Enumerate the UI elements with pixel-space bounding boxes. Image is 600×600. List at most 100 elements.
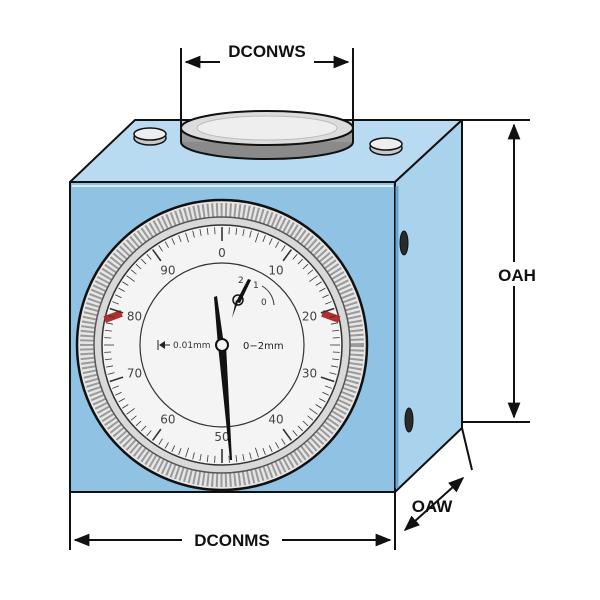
dial-tick [302,420,309,427]
dial-tick [118,398,125,403]
dial-tick [107,315,115,318]
dial-tick [109,307,124,314]
dial-tick [329,372,337,375]
dial-tick [235,455,238,463]
dial-tick [158,245,163,252]
dial-tick [302,263,309,270]
side-mounting-holes [399,230,414,433]
dial-tick [315,281,322,286]
dial-tick [249,230,252,238]
dial-tick [325,385,332,389]
label-oah: OAH [498,266,536,285]
dial-number: 50 [214,430,229,444]
dial-tick [322,294,329,299]
dial-tick [282,428,293,441]
dial-tick [309,408,318,415]
dial-tick [281,245,286,252]
dial-inner-ring [139,262,305,428]
dial-tick [192,452,195,460]
dial-tick [242,453,245,461]
dimension-height: OAH [462,119,540,423]
dial-tick [140,258,147,265]
label-oaw: OAW [412,497,454,516]
dial-tick [135,420,142,427]
dial-tick [146,430,152,437]
dial-tick [292,253,298,260]
dial-tick [106,322,114,325]
dial-number: 80 [127,310,142,324]
sub-dial-0: 0 [261,298,267,308]
dial-tick [281,438,286,445]
dial-tick [254,447,259,458]
dial-tick [320,376,335,383]
dial-number: 60 [160,412,175,426]
dimension-top-width: DCONWS [180,40,354,132]
limit-mark-right [321,310,341,323]
side-hole-upper [399,230,409,256]
dial-tick [104,358,112,361]
dial-tick [322,391,329,396]
label-dconms: DCONMS [194,531,270,550]
dial-tick [122,281,129,286]
dial-tick [275,442,280,449]
dimension-bottom-width: DCONMS [69,492,396,552]
dial-tick [292,430,298,437]
dial-tick [206,455,209,463]
dial-tick [199,229,202,237]
dial-tick [178,235,182,242]
dial-tick [171,238,176,245]
dial-tick [332,358,340,361]
dial-ticks [104,227,340,463]
sub-dial-2: 2 [238,276,244,286]
dial-tick [146,253,152,260]
top-pins [133,127,403,156]
dial-tick [109,376,124,383]
dial-tick [112,301,119,305]
range-text: 0−2mm [243,341,284,352]
sub-dial-1: 1 [253,281,259,291]
dial-number: 70 [127,366,142,380]
dial-tick [199,453,202,461]
dial-tick [262,448,266,455]
dial-tick [242,229,245,237]
dial-tick [130,269,137,275]
dial-tick [235,227,238,235]
dial-tick [332,329,340,332]
dial-tick [192,230,195,238]
dial-tick [262,235,266,242]
dial-tick [315,404,322,409]
dial-tick [158,438,163,445]
dial-tick [164,241,169,248]
side-hole-lower [404,407,414,433]
resolution-text: 0.01mm [173,341,211,351]
dial-tick [320,307,335,314]
dial-tick [115,391,122,396]
dial-tick [330,322,338,325]
top-contact-disc [180,110,354,160]
dial-tick [107,372,115,375]
dial-tick [185,232,190,243]
dial-tick [319,398,326,403]
dial-tick [330,365,338,368]
dial-tick [185,447,190,458]
limit-mark-left [103,310,123,323]
dial-tick [329,315,337,318]
dial-tick [126,408,135,415]
dial-tick [118,287,125,292]
dial-tick [122,404,129,409]
dial-number: 40 [268,412,283,426]
dial-number: 10 [268,264,283,278]
dimension-depth: OAW [394,427,473,532]
dial-tick [319,287,326,292]
main-pointer [214,296,232,460]
dial-tick [268,445,273,452]
dial-tick [325,301,332,305]
dial-tick [297,258,304,265]
block-side-face [394,119,463,493]
dial-tick [282,249,293,262]
dial-tick [275,241,280,248]
dial-tick [307,269,314,275]
resolution-label: 0.01mm [157,340,211,351]
